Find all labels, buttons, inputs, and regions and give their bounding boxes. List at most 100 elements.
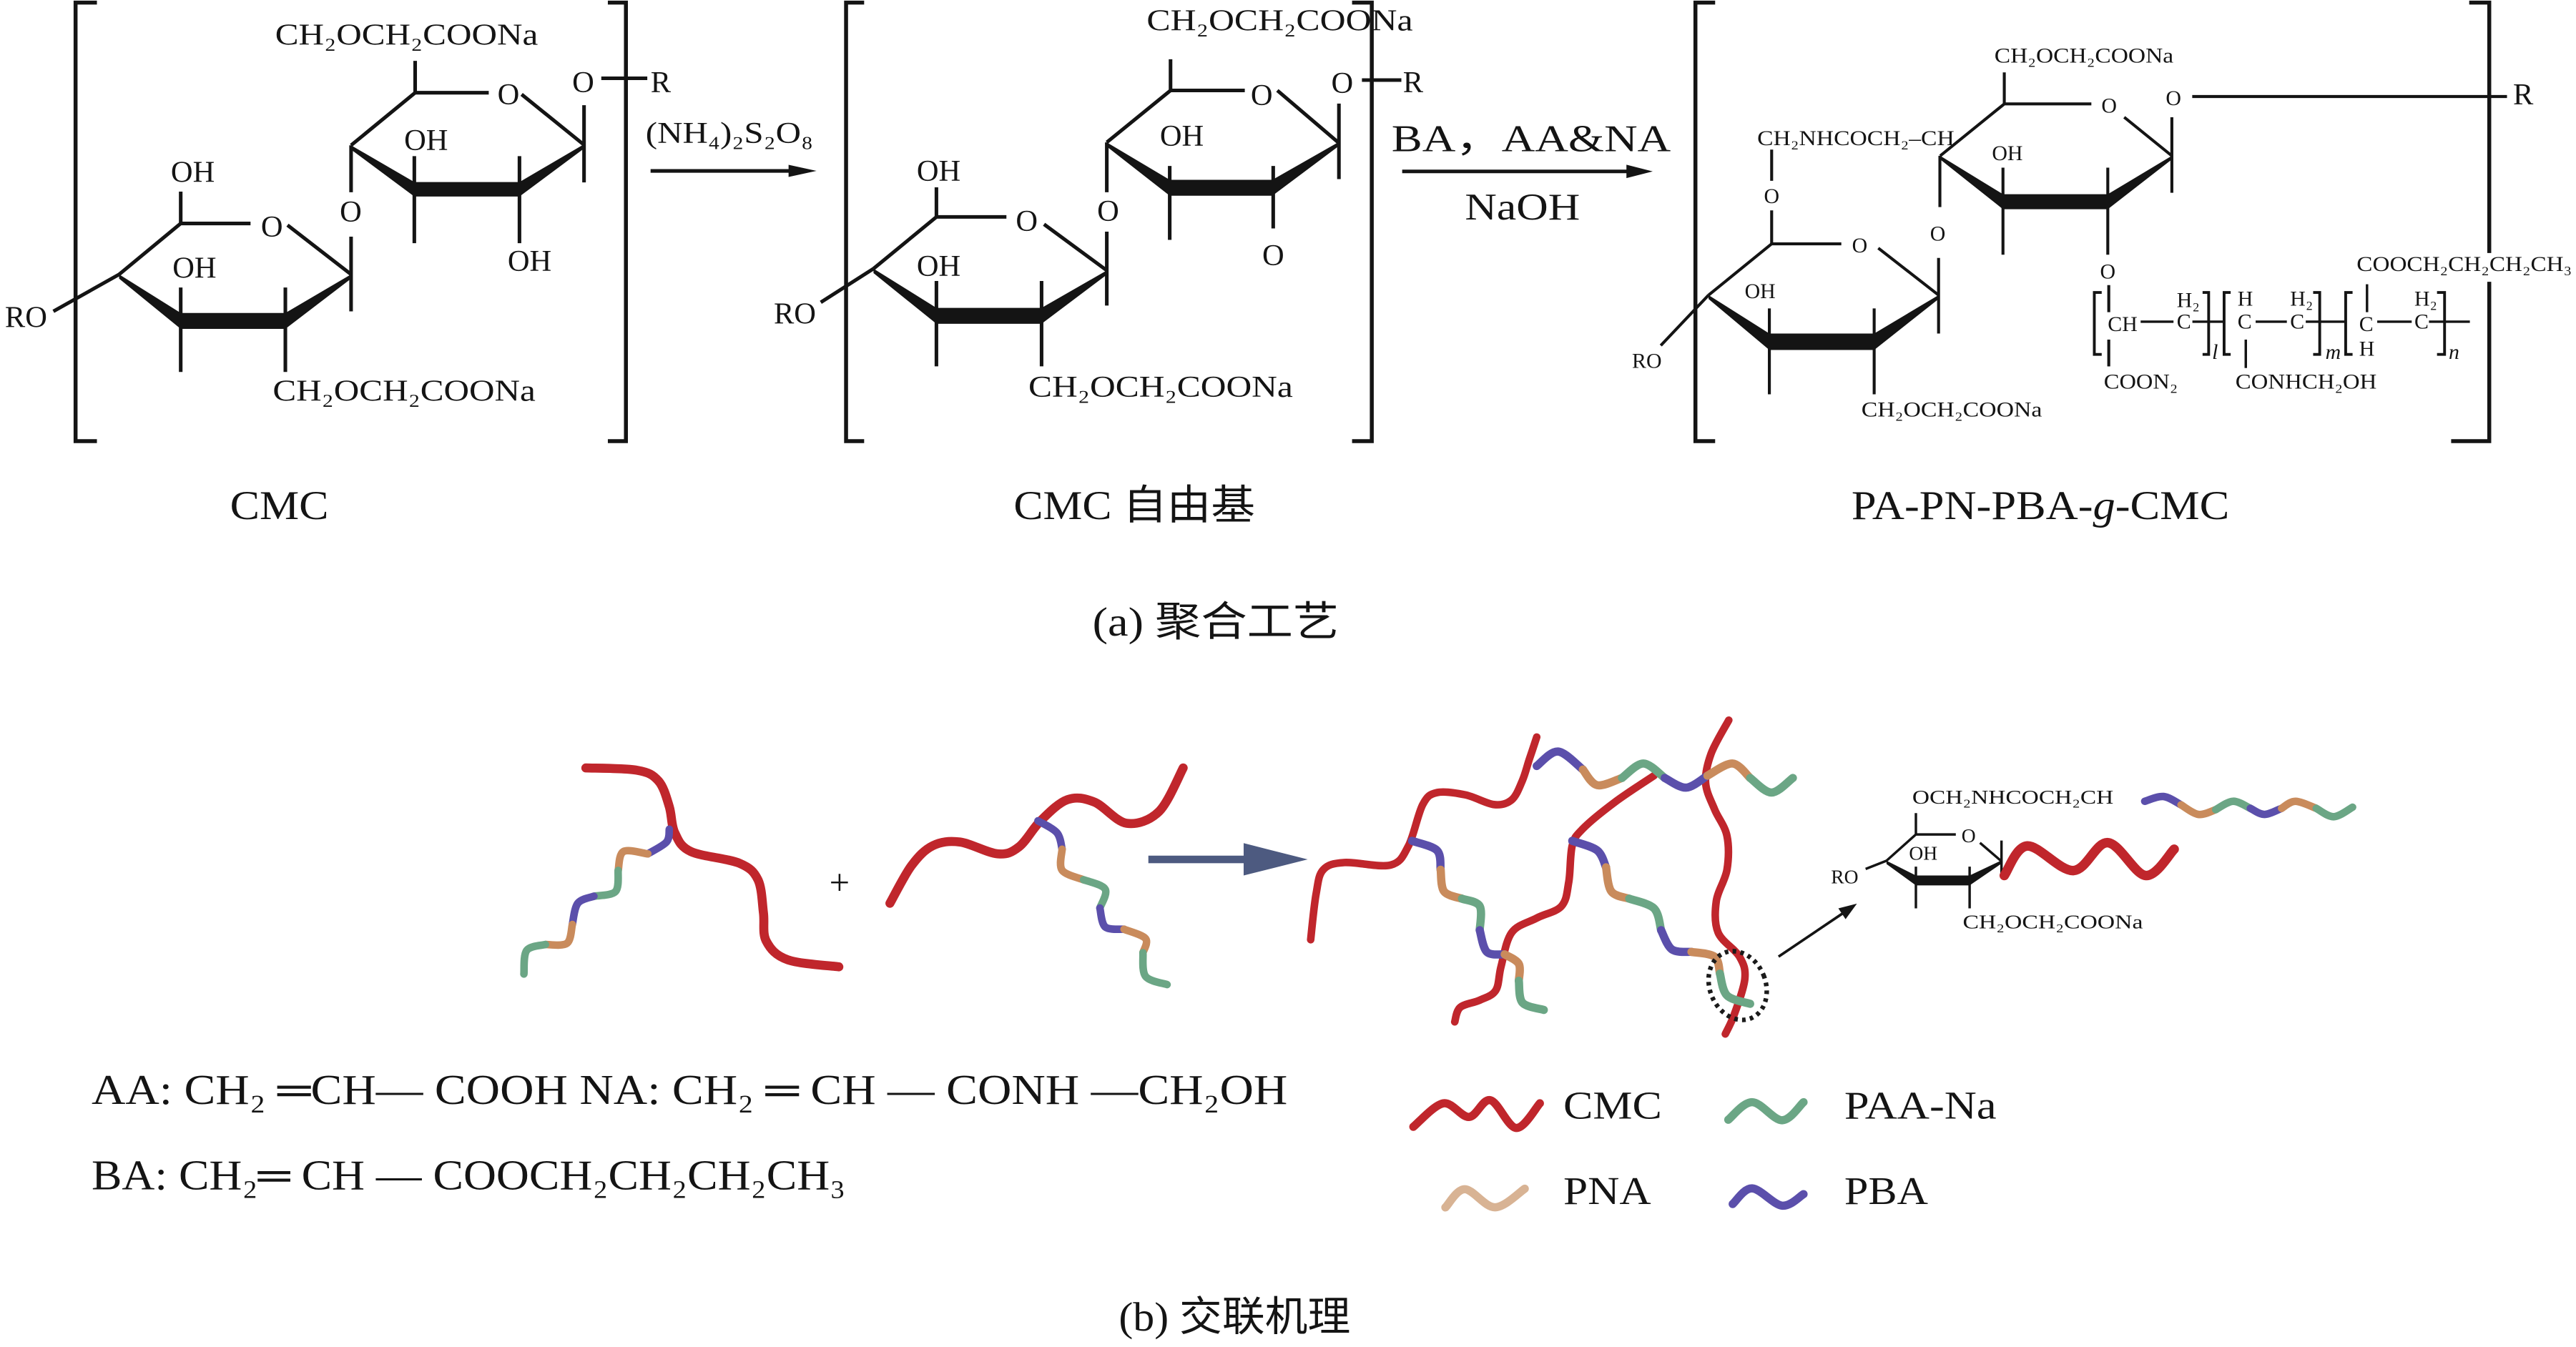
ring-bonds [350, 91, 585, 147]
backbone-atom-label: CH [2108, 312, 2137, 336]
ring-oxygen-label: O [498, 78, 520, 112]
crosslinking-arrow [1148, 843, 1308, 876]
panel-a-polymerization: O CH₂OCH₂COONa OH OH O R O O OH OH RO CH… [5, 0, 2572, 645]
zoom-arrowhead-icon [1838, 903, 1857, 919]
pna-segment [2177, 801, 2220, 819]
repeat-unit-open-bracket [2093, 291, 2102, 356]
carboxymethyl-label: CH₂OCH₂COONa [1146, 4, 1412, 37]
product-caption-suffix: -CMC [2115, 483, 2230, 528]
repeat-unit-close-bracket [2313, 291, 2321, 356]
paa-na-segment [1457, 894, 1485, 934]
carboxymethyl-label: CH₂OCH₂COONa [272, 375, 536, 408]
cmc-radical-caption: CMC 自由基 [1013, 483, 1255, 528]
hydrogen-label: H [2238, 287, 2253, 310]
arrowhead-icon [788, 164, 817, 177]
carboxymethyl-label: CH₂OCH₂COONa [1028, 370, 1293, 404]
ring-oxygen-label: O [1016, 204, 1038, 238]
pna-segment [541, 920, 576, 949]
legend-label: PNA [1563, 1169, 1651, 1213]
arrow-shaft [1148, 855, 1249, 864]
legend-label: PAA-Na [1844, 1084, 1997, 1128]
cmc-backbone-chain [581, 763, 844, 972]
base-reagent-label: NaOH [1465, 187, 1580, 228]
crosslink-linker-label: CH₂NHCOCH₂–CH [1757, 127, 1955, 150]
cmc-caption: CMC [230, 483, 329, 528]
pna-segment [1500, 950, 1524, 985]
lower-glucose-ring: O OH OH RO CH₂OCH₂COONa [5, 156, 536, 408]
ring-oxygen-label: O [1962, 824, 1976, 847]
backbone-atom-label: C [2359, 312, 2374, 336]
legend-item-paa-na: PAA-Na [1724, 1084, 1997, 1128]
substituent-bonds [349, 61, 648, 312]
ring-front-edge [1886, 860, 2001, 886]
pba-segment [2246, 804, 2286, 819]
cmc-backbone-chain [1450, 771, 1658, 1026]
ring-bonds [872, 214, 1108, 272]
substituent-bonds [52, 192, 287, 372]
ro-group-label: RO [1632, 349, 1661, 372]
crosslinked-network [1307, 716, 1857, 1038]
paa-na-segment [1716, 969, 1754, 1008]
hydroxyl-label: OH [917, 154, 960, 188]
product-caption-prefix: PA-PN-PBA- [1852, 483, 2093, 528]
hydroxyl-label: OH [1909, 842, 1937, 864]
right-bracket [607, 0, 628, 443]
paa-na-segment [1079, 876, 1110, 912]
pba-swatch-icon [1729, 1184, 1808, 1210]
ro-group-label: RO [774, 297, 816, 331]
repeat-unit-close-bracket [2437, 291, 2447, 356]
pba-segment [1096, 904, 1129, 934]
pba-segment [1656, 926, 1696, 957]
graft-copolymer-structure: O O CH₂NHCOCH₂–CH OH RO CH₂OCH₂COONa O O… [1632, 0, 2572, 528]
cmc-backbone-chain [885, 763, 1188, 908]
pna-segment [1436, 865, 1467, 903]
panel-a-caption: (a) 聚合工艺 [1093, 600, 1339, 645]
carboxymethyl-label: CH₂OCH₂COONa [1962, 911, 2143, 933]
glycosidic-oxygen-label: O [340, 195, 362, 229]
graft-chain-2 [885, 763, 1188, 989]
repeat-index-label: m [2326, 340, 2341, 364]
ring-oxygen-label: O [261, 210, 283, 244]
pna-segment [1703, 759, 1754, 782]
hydroxyl-label: OH [1992, 142, 2022, 165]
ring-bonds [1106, 88, 1339, 144]
backbone-atom-label: C [2414, 310, 2429, 334]
repeat-unit-open-bracket [2344, 291, 2353, 356]
hydroxyl-label: OH [508, 245, 551, 278]
pna-swatch-icon [1441, 1184, 1529, 1212]
arrowhead-icon [1626, 164, 1653, 179]
paa-na-segment [590, 867, 622, 900]
linker-substituent-label: OCH₂NHCOCH₂CH [1912, 786, 2114, 808]
glycosidic-oxygen-label: O [1930, 222, 1946, 246]
ring-oxygen-label: O [1852, 234, 1868, 257]
hydroxyl-label: OH [1745, 280, 1776, 303]
carboxymethyl-label: CH₂OCH₂COONa [1862, 398, 2042, 422]
anomeric-oxygen-label: O [572, 66, 594, 99]
cmc-backbone-chain [1999, 837, 2179, 881]
product-caption-graft-symbol: g [2093, 483, 2115, 528]
paa-na-segment [1139, 949, 1171, 989]
repeat-unit-open-bracket [2222, 291, 2231, 356]
graft-oxygen-label: O [2100, 260, 2116, 284]
ring-bonds [117, 222, 353, 276]
side-group-label: COOCH₂CH₂CH₂CH₃ [2356, 252, 2572, 276]
paa-na-segment [2211, 797, 2254, 814]
legend: CMC PAA-Na PNA PBA [1409, 1084, 1997, 1213]
left-bracket [1693, 0, 1716, 443]
repeat-index-label: n [2449, 340, 2459, 364]
reaction-step-2: BA，AA&NA NaOH [1392, 118, 1671, 228]
legend-label: CMC [1563, 1084, 1662, 1128]
backbone-atom-label: C [2177, 310, 2191, 334]
glycosidic-oxygen-label: O [1097, 194, 1119, 228]
right-bracket [1352, 0, 1374, 443]
monomer-formulas: AA: CH₂ ═CH— COOH NA: CH₂ ═ CH — CONH —C… [92, 1066, 1287, 1198]
grafted-copolymer-chain: CH C H₂ l COON₂ H C C H₂ m CONHCH₂OH C H [2093, 252, 2572, 393]
side-group-label: COON₂ [2104, 370, 2178, 393]
ring-front-edge [119, 274, 351, 330]
highlight-circle [1706, 949, 1769, 1022]
pba-segment [1661, 771, 1712, 792]
hydrogen-label: H₂ [2290, 287, 2313, 310]
upper-glucose-ring: O CH₂OCH₂COONa OH O O R O [1097, 4, 1424, 306]
ro-group-label: RO [1831, 865, 1858, 887]
